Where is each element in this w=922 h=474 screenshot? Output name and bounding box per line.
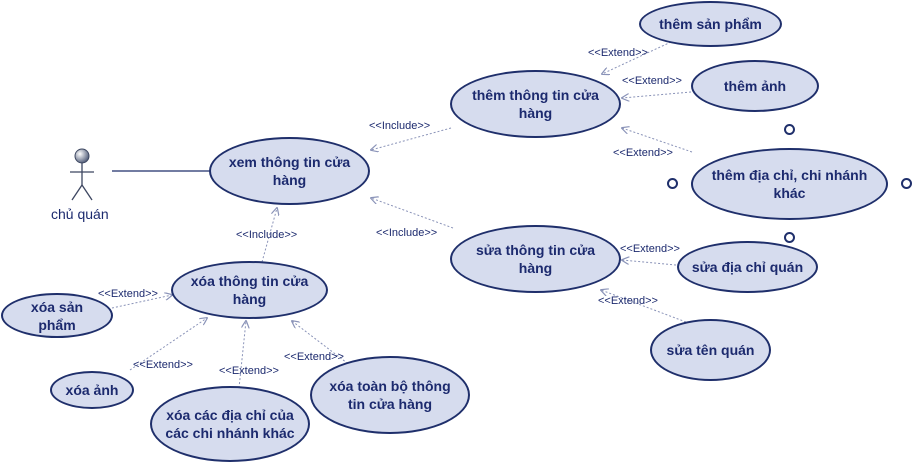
usecase-them-thong-tin[interactable]: thêm thông tin cửa hàng (450, 70, 621, 138)
usecase-sua-thong-tin[interactable]: sửa thông tin cửa hàng (450, 225, 621, 293)
usecase-label: xem thông tin cửa hàng (228, 154, 351, 188)
actor-label: chủ quán (51, 206, 109, 222)
extend-arrow-sua-ten (601, 290, 687, 323)
extend-label-xoa-dc: <<Extend>> (219, 365, 279, 377)
usecase-label: sửa tên quán (666, 342, 755, 358)
extend-arrow-them-anh (622, 91, 692, 98)
include-label-xoa: <<Include>> (236, 229, 298, 241)
include-label-sua: <<Include>> (376, 227, 438, 239)
selection-handle-left[interactable] (667, 178, 678, 189)
usecase-label: thêm sản phẩm (659, 16, 762, 32)
extend-label-sua-dc: <<Extend>> (620, 243, 680, 255)
usecase-label: xóa ảnh (65, 382, 119, 398)
usecase-label: xóa thông tin cửa hàng (190, 273, 309, 307)
include-label-them: <<Include>> (369, 120, 431, 132)
usecase-label: xóa sản phẩm (30, 298, 84, 333)
usecase-them-san-pham[interactable]: thêm sản phẩm (639, 1, 782, 47)
usecase-sua-ten-quan[interactable]: sửa tên quán (650, 319, 771, 381)
extend-label-them-anh: <<Extend>> (622, 75, 682, 87)
extend-arrow-them-dc (622, 128, 693, 153)
usecase-xem-thong-tin[interactable]: xem thông tin cửa hàng (209, 137, 370, 205)
usecase-label: xóa toàn bộ thông tin cửa hàng (329, 378, 451, 412)
extend-label-them-sp: <<Extend>> (588, 47, 648, 59)
extend-label-sua-ten: <<Extend>> (598, 295, 658, 307)
usecase-them-anh[interactable]: thêm ảnh (691, 60, 819, 112)
selection-handle-top[interactable] (784, 124, 795, 135)
usecase-sua-dia-chi[interactable]: sửa địa chỉ quán (677, 241, 818, 293)
usecase-label: sửa địa chỉ quán (691, 259, 804, 275)
usecase-label: thêm địa chỉ, chi nhánh khác (711, 167, 868, 201)
extend-label-them-dc: <<Extend>> (613, 147, 673, 159)
usecase-label: thêm ảnh (723, 78, 787, 94)
usecase-xoa-thong-tin[interactable]: xóa thông tin cửa hàng (171, 261, 328, 319)
extend-arrow-sua-dc (622, 260, 677, 266)
extend-arrow-them-sp (602, 41, 672, 74)
usecase-label: thêm thông tin cửa hàng (472, 87, 599, 121)
extend-label-xoa-anh: <<Extend>> (133, 359, 193, 371)
usecase-xoa-anh[interactable]: xóa ảnh (50, 371, 134, 409)
actor-figure[interactable] (70, 148, 94, 201)
include-arrow-sua (371, 198, 454, 229)
include-arrow-xoa (261, 208, 277, 263)
extend-label-xoa-tb: <<Extend>> (284, 351, 344, 363)
extend-label-xoa-sp: <<Extend>> (98, 288, 158, 300)
usecase-xoa-san-pham[interactable]: xóa sản phẩm (1, 293, 113, 338)
usecase-label: xóa các địa chỉ của các chi nhánh khác (165, 407, 295, 441)
usecase-xoa-toan-bo[interactable]: xóa toàn bộ thông tin cửa hàng (310, 356, 470, 434)
extend-arrow-xoa-anh (129, 318, 207, 371)
extend-arrow-xoa-tb (292, 321, 352, 367)
selection-handle-bottom[interactable] (784, 232, 795, 243)
include-arrow-them (371, 127, 452, 150)
usecase-them-dia-chi[interactable]: thêm địa chỉ, chi nhánh khác (691, 148, 888, 220)
extend-arrow-xoa-dc (238, 321, 246, 389)
usecase-xoa-dia-chi[interactable]: xóa các địa chỉ của các chi nhánh khác (150, 386, 310, 462)
usecase-label: sửa thông tin cửa hàng (475, 242, 596, 276)
selection-handle-right[interactable] (901, 178, 912, 189)
